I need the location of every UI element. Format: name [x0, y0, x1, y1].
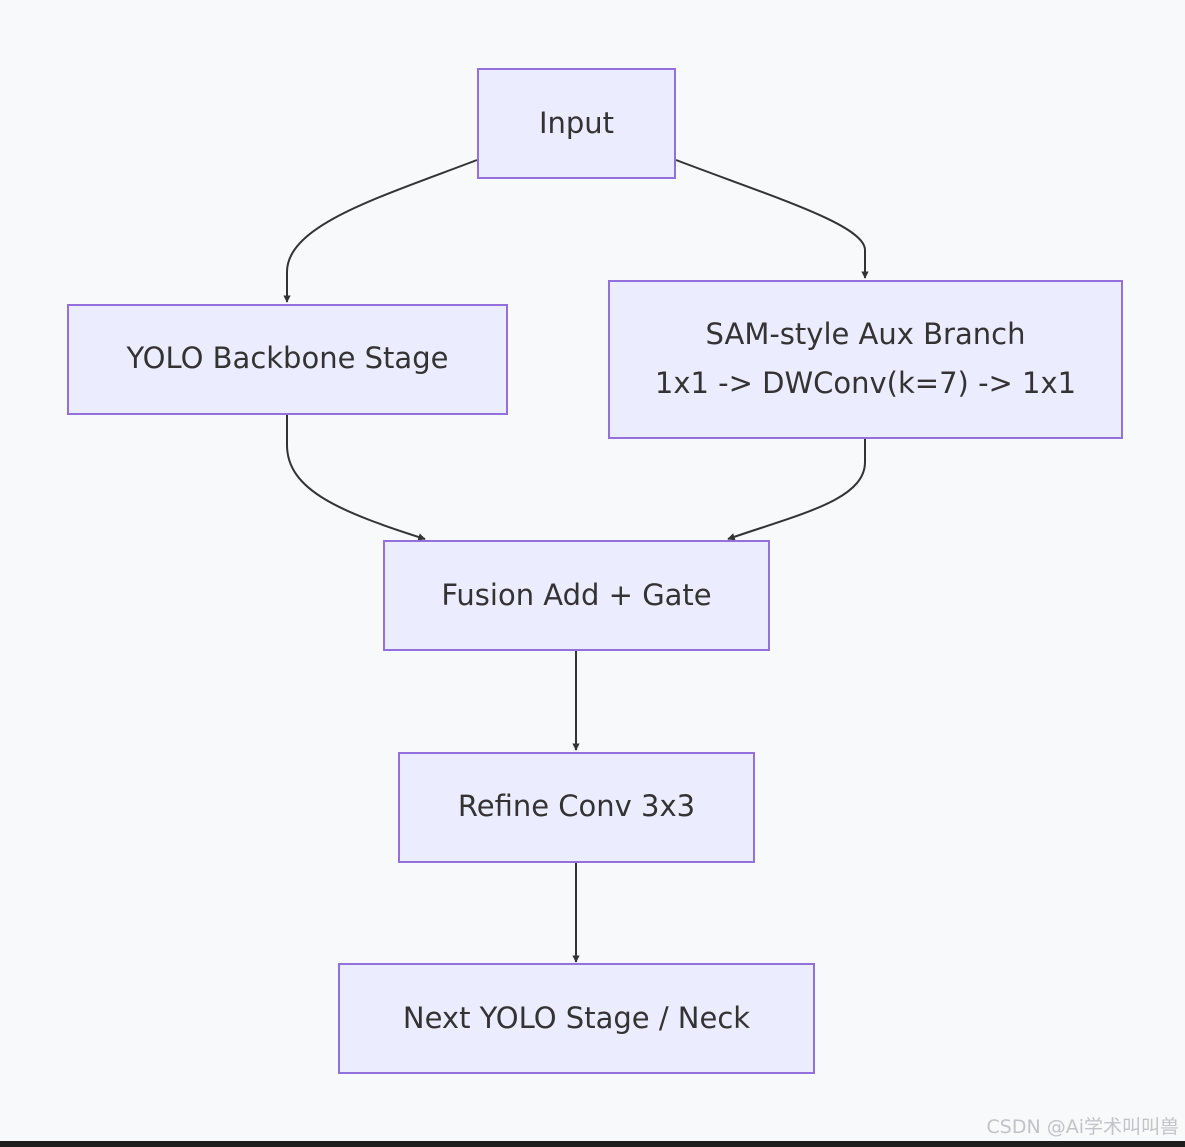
node-next-label: Next YOLO Stage / Neck	[403, 1001, 750, 1035]
edge-input-to-aux	[675, 159, 869, 279]
node-fusion-add-gate: Fusion Add + Gate	[383, 540, 770, 651]
node-aux-title: SAM-style Aux Branch	[706, 317, 1026, 351]
node-yolo-backbone-stage: YOLO Backbone Stage	[67, 304, 508, 415]
node-refine-label: Refine Conv 3x3	[458, 789, 695, 823]
node-next-yolo-stage: Next YOLO Stage / Neck	[338, 963, 815, 1074]
edge-backbone-to-fusion	[286, 414, 426, 541]
node-input-label: Input	[539, 106, 614, 140]
node-refine-conv: Refine Conv 3x3	[398, 752, 755, 863]
node-sam-aux-branch: SAM-style Aux Branch 1x1 -> DWConv(k=7) …	[608, 280, 1123, 439]
edge-aux-to-fusion	[727, 438, 866, 541]
watermark: CSDN @Ai学术叫叫兽	[986, 1116, 1180, 1138]
node-input: Input	[477, 68, 676, 179]
node-fusion-label: Fusion Add + Gate	[441, 578, 711, 612]
edge-input-to-backbone	[283, 159, 478, 303]
bottom-bar	[0, 1141, 1185, 1147]
node-backbone-label: YOLO Backbone Stage	[126, 341, 449, 375]
node-aux-detail: 1x1 -> DWConv(k=7) -> 1x1	[655, 366, 1076, 400]
